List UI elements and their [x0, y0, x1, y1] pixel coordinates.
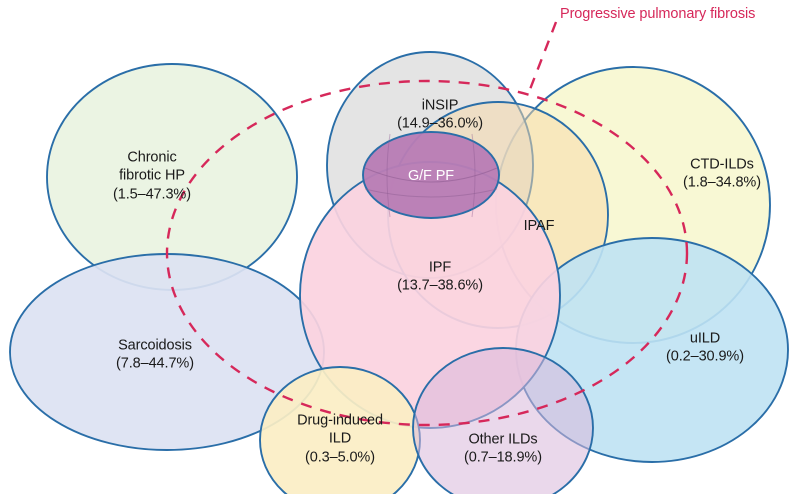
- ppf-label-text: Progressive pulmonary fibrosis: [560, 6, 756, 22]
- ppf-leader-line: [527, 21, 558, 93]
- ellipse-other-ilds: [412, 347, 594, 494]
- ellipse-core-gf-pf: [362, 131, 500, 219]
- ppf-label: Progressive pulmonary fibrosis: [560, 6, 755, 22]
- ppf-dashed-boundary: [165, 79, 689, 427]
